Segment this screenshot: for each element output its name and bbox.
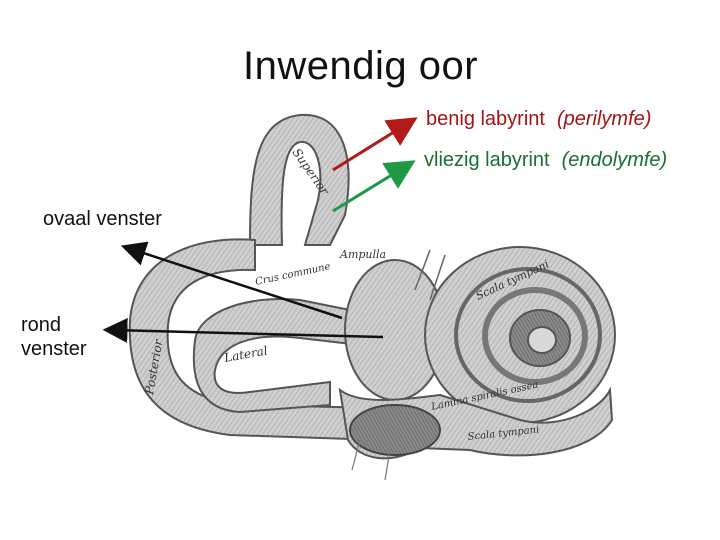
label-vliezig-note: (endolymfe) bbox=[562, 149, 668, 171]
label-vliezig-text: vliezig labyrint bbox=[424, 149, 550, 171]
engraving-ampulla: Ampulla bbox=[339, 248, 386, 261]
label-rond-line1: rond bbox=[21, 313, 111, 337]
label-benig-text: benig labyrint bbox=[426, 108, 545, 130]
label-ovaal-venster: ovaal venster bbox=[43, 208, 162, 231]
label-rond-line2: venster bbox=[21, 337, 111, 361]
label-benig-labyrint: benig labyrint (perilymfe) bbox=[426, 108, 651, 131]
slide-title: Inwendig oor bbox=[243, 44, 478, 89]
engraving-communis: Crus commune bbox=[254, 261, 331, 288]
label-rond-venster: rond venster bbox=[21, 313, 111, 361]
label-vliezig-labyrint: vliezig labyrint (endolymfe) bbox=[424, 149, 667, 172]
label-benig-note: (perilymfe) bbox=[557, 108, 651, 130]
